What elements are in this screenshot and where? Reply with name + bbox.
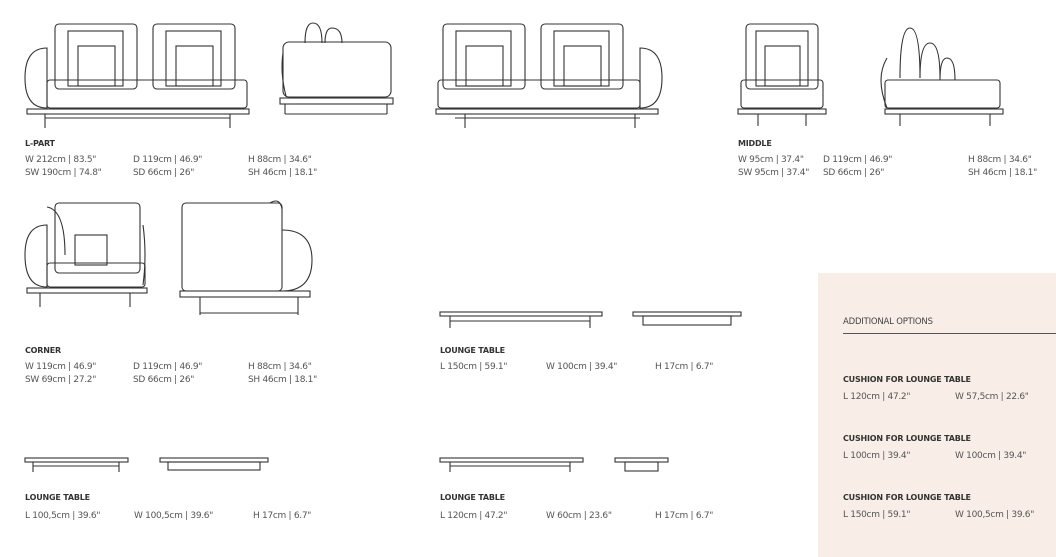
corner-seat-width: SW 69cm | 27.2"	[25, 375, 97, 385]
middle-front-drawing	[737, 23, 827, 126]
l-part-width: W 212cm | 83.5"	[25, 155, 97, 165]
lounge-table-120-title: LOUNGE TABLE	[440, 493, 505, 502]
lounge-table-150-length: L 150cm | 59.1"	[440, 362, 508, 372]
lounge-table-100-width: W 100,5cm | 39.6"	[134, 511, 214, 521]
l-part-title: L-PART	[25, 139, 55, 148]
lounge-table-100-side-drawing	[159, 457, 269, 471]
middle-width: W 95cm | 37.4"	[738, 155, 804, 165]
corner-depth: D 119cm | 46.9"	[133, 362, 203, 372]
l-part-seat-depth: SD 66cm | 26"	[133, 168, 195, 178]
middle-title: MIDDLE	[738, 139, 772, 148]
lounge-table-120-front-drawing	[439, 457, 584, 472]
corner-seat-height: SH 46cm | 18.1"	[248, 375, 317, 385]
lounge-table-100-length: L 100,5cm | 39.6"	[25, 511, 101, 521]
cushion-2-title: CUSHION FOR LOUNGE TABLE	[843, 434, 971, 443]
lounge-table-150-front-drawing	[439, 311, 603, 328]
corner-height: H 88cm | 34.6"	[248, 362, 312, 372]
middle-seat-height: SH 46cm | 18.1"	[968, 168, 1037, 178]
lounge-table-120-length: L 120cm | 47.2"	[440, 511, 508, 521]
heading-divider	[843, 333, 1056, 334]
middle-height: H 88cm | 34.6"	[968, 155, 1032, 165]
cushion-2-length: L 100cm | 39.4"	[843, 451, 911, 461]
lounge-table-100-front-drawing	[24, 457, 129, 472]
cushion-2-width: W 100cm | 39.4"	[955, 451, 1027, 461]
l-part-side-drawing	[279, 22, 394, 115]
corner-back-drawing	[179, 200, 313, 315]
corner-title: CORNER	[25, 346, 61, 355]
lounge-table-120-height: H 17cm | 6.7"	[655, 511, 714, 521]
l-part-depth: D 119cm | 46.9"	[133, 155, 203, 165]
l-part-height: H 88cm | 34.6"	[248, 155, 312, 165]
corner-width: W 119cm | 46.9"	[25, 362, 97, 372]
cushion-1-length: L 120cm | 47.2"	[843, 392, 911, 402]
middle-seat-width: SW 95cm | 37.4"	[738, 168, 810, 178]
lounge-table-150-title: LOUNGE TABLE	[440, 346, 505, 355]
l-part-seat-height: SH 46cm | 18.1"	[248, 168, 317, 178]
l-part-seat-width: SW 190cm | 74.8"	[25, 168, 102, 178]
cushion-1-width: W 57,5cm | 22.6"	[955, 392, 1029, 402]
lounge-table-120-side-drawing	[614, 457, 669, 472]
middle-side-drawing	[880, 27, 1004, 126]
lounge-table-100-height: H 17cm | 6.7"	[253, 511, 312, 521]
corner-front-drawing	[24, 202, 148, 307]
additional-options-heading: ADDITIONAL OPTIONS	[843, 317, 933, 327]
lounge-table-150-side-drawing	[632, 311, 742, 326]
cushion-1-title: CUSHION FOR LOUNGE TABLE	[843, 375, 971, 384]
corner-seat-depth: SD 66cm | 26"	[133, 375, 195, 385]
additional-options-panel: ADDITIONAL OPTIONS CUSHION FOR LOUNGE TA…	[818, 273, 1056, 557]
sofa-two-seat-drawing	[435, 23, 663, 128]
l-part-front-drawing	[24, 23, 250, 128]
lounge-table-120-width: W 60cm | 23.6"	[546, 511, 612, 521]
cushion-3-title: CUSHION FOR LOUNGE TABLE	[843, 493, 971, 502]
lounge-table-150-height: H 17cm | 6.7"	[655, 362, 714, 372]
cushion-3-width: W 100,5cm | 39.6"	[955, 510, 1035, 520]
cushion-3-length: L 150cm | 59.1"	[843, 510, 911, 520]
middle-depth: D 119cm | 46.9"	[823, 155, 893, 165]
lounge-table-100-title: LOUNGE TABLE	[25, 493, 90, 502]
lounge-table-150-width: W 100cm | 39.4"	[546, 362, 618, 372]
middle-seat-depth: SD 66cm | 26"	[823, 168, 885, 178]
